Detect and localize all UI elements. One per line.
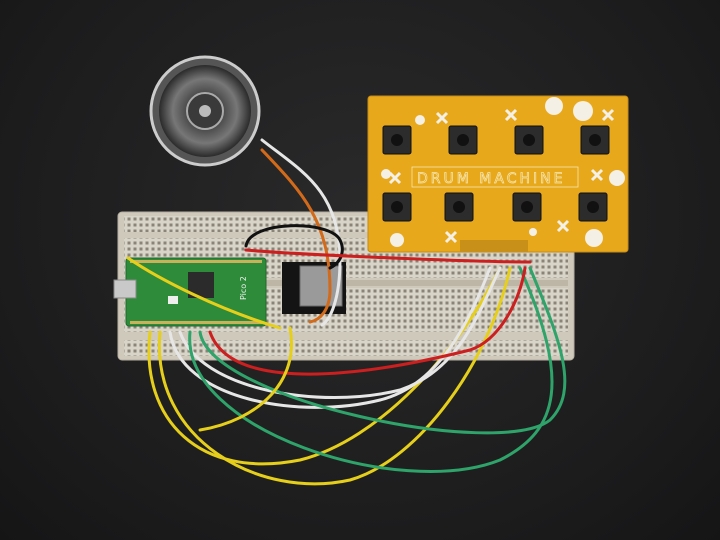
sd-module [282, 262, 346, 314]
pico-board: Pico 2 [113, 257, 267, 327]
drum-machine-board: DRUM MACHINE [367, 95, 629, 253]
board-label: DRUM MACHINE [417, 171, 565, 187]
speaker [149, 55, 261, 167]
jumper-wires [126, 138, 567, 486]
svg-text:Pico 2: Pico 2 [239, 276, 248, 300]
